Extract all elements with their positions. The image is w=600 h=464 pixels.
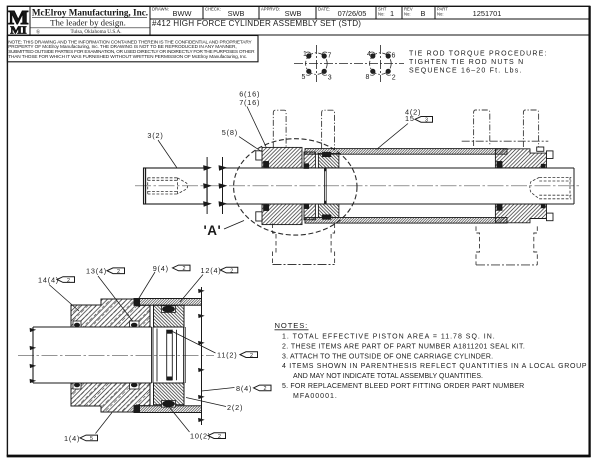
svg-text:3(2): 3(2) <box>147 131 163 140</box>
svg-text:07/26/05: 07/26/05 <box>338 9 367 18</box>
svg-text:APPRV'D:: APPRV'D: <box>261 7 280 12</box>
svg-text:6(16): 6(16) <box>239 90 260 99</box>
svg-text:No:: No: <box>404 12 411 17</box>
svg-text:2. THESE ITEMS ARE PART OF PAR: 2. THESE ITEMS ARE PART OF PART NUMBER A… <box>282 343 525 350</box>
svg-text:B: B <box>421 9 426 18</box>
svg-text:No:: No: <box>437 12 444 17</box>
svg-text:NOTES:: NOTES: <box>275 321 309 330</box>
svg-text:1(4): 1(4) <box>64 434 80 443</box>
svg-text:NOTE: THIS DRAWING AND THE INF: NOTE: THIS DRAWING AND THE INFORMATION C… <box>8 39 252 45</box>
svg-text:9(4): 9(4) <box>153 264 169 273</box>
svg-text:10(2): 10(2) <box>190 432 211 441</box>
svg-text:13(4): 13(4) <box>86 267 107 276</box>
svg-text:14(4): 14(4) <box>38 276 59 285</box>
svg-text:15: 15 <box>405 114 415 123</box>
svg-text:2: 2 <box>392 75 396 82</box>
svg-text:PROPERTY OF McElroy Manufactur: PROPERTY OF McElroy Manufacturing, Inc. … <box>8 44 236 50</box>
svg-text:SWB: SWB <box>228 9 245 18</box>
svg-text:8: 8 <box>366 74 370 81</box>
svg-text:M: M <box>8 6 29 29</box>
svg-text:11(2): 11(2) <box>217 351 238 360</box>
svg-text:4: 4 <box>367 51 371 58</box>
svg-text:MI: MI <box>10 24 27 36</box>
svg-text:DATE:: DATE: <box>318 7 330 12</box>
svg-text:4 ITEMS SHOWN IN PARENTHESIS R: 4 ITEMS SHOWN IN PARENTHESIS REFLECT QUA… <box>282 363 587 370</box>
svg-text:6: 6 <box>392 53 396 60</box>
svg-text:PART: PART <box>437 7 448 12</box>
svg-text:THAN THOSE FOR WHICH IT WAS FU: THAN THOSE FOR WHICH IT WAS FURNISHED WI… <box>8 54 247 60</box>
svg-text:DRAWN:: DRAWN: <box>152 7 169 12</box>
svg-text:MFA00001.: MFA00001. <box>293 393 338 400</box>
svg-text:No:: No: <box>378 12 385 17</box>
svg-text:TIGHTEN TIE ROD NUTS N: TIGHTEN TIE ROD NUTS N <box>409 59 524 66</box>
svg-text:2(2): 2(2) <box>227 403 243 412</box>
svg-text:CHECK:: CHECK: <box>205 7 221 12</box>
svg-text:12(4): 12(4) <box>201 266 222 275</box>
svg-text:REV: REV <box>404 7 413 12</box>
svg-text:SUBMITTED OUTSIDE PARTIES FOR: SUBMITTED OUTSIDE PARTIES FOR EXAMINATIO… <box>8 49 255 55</box>
svg-text:BWW: BWW <box>173 9 192 18</box>
svg-text:The leader by design.: The leader by design. <box>50 18 126 28</box>
svg-text:5. FOR REPLACEMENT BLEED PORT: 5. FOR REPLACEMENT BLEED PORT FITTING OR… <box>282 383 524 390</box>
svg-text:TIE ROD TORQUE PROCEDURE:: TIE ROD TORQUE PROCEDURE: <box>409 51 548 58</box>
svg-text:7: 7 <box>328 53 332 60</box>
svg-text:'A': 'A' <box>204 223 222 238</box>
svg-text:1. TOTAL EFFECTIVE PISTON AREA: 1. TOTAL EFFECTIVE PISTON AREA = 11.78 S… <box>282 334 496 341</box>
svg-text:SWB: SWB <box>285 9 302 18</box>
svg-text:McElroy Manufacturing, Inc.: McElroy Manufacturing, Inc. <box>32 8 148 18</box>
svg-text:AND MAY NOT INDICATE TOTAL ASS: AND MAY NOT INDICATE TOTAL ASSEMBLY QUAN… <box>293 373 483 380</box>
svg-text:8(4): 8(4) <box>236 384 252 393</box>
svg-text:®: ® <box>36 28 40 35</box>
svg-text:1251701: 1251701 <box>473 9 502 18</box>
svg-text:1: 1 <box>390 9 394 18</box>
svg-text:3: 3 <box>328 75 332 82</box>
svg-text:1: 1 <box>303 51 307 58</box>
svg-text:4(2): 4(2) <box>405 107 421 116</box>
svg-text:3. ATTACH TO THE OUTSIDE OF ON: 3. ATTACH TO THE OUTSIDE OF ONE CARRIAGE… <box>282 353 493 360</box>
svg-text:7(16): 7(16) <box>239 98 260 107</box>
svg-text:SEQUENCE 16–20 Ft. Lbs.: SEQUENCE 16–20 Ft. Lbs. <box>409 68 523 75</box>
svg-text:Tulsa, Oklahoma U.S.A.: Tulsa, Oklahoma U.S.A. <box>70 29 121 35</box>
svg-text:#412 HIGH FORCE CYLINDER ASSEM: #412 HIGH FORCE CYLINDER ASSEMBLY SET (S… <box>152 19 361 28</box>
svg-text:5: 5 <box>302 74 306 81</box>
svg-text:SHT: SHT <box>378 7 387 12</box>
svg-text:5(8): 5(8) <box>222 128 238 137</box>
